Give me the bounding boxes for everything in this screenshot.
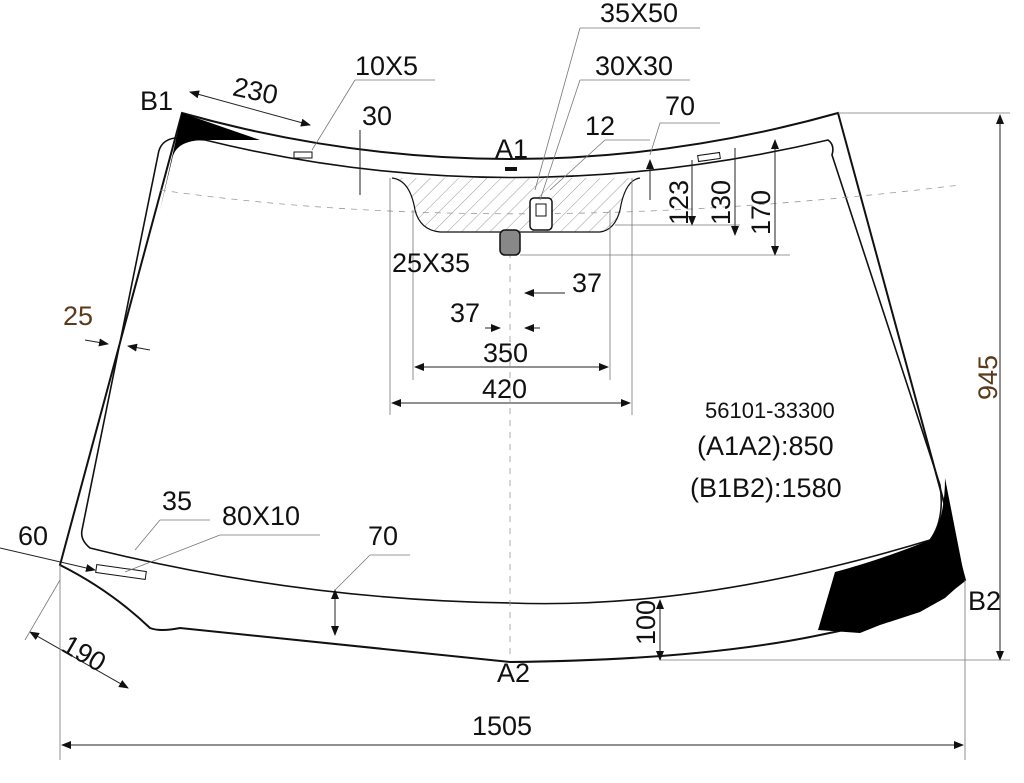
- label-25x35: 25X35: [392, 248, 470, 278]
- mark-10x5: [293, 151, 313, 159]
- ceramic-bottom-right: [818, 478, 965, 633]
- label-350: 350: [483, 338, 528, 368]
- label-10x5: 10X5: [355, 51, 418, 81]
- label-170: 170: [746, 190, 776, 235]
- mark-right-top: [697, 151, 721, 163]
- label-12: 12: [585, 111, 615, 141]
- label-25: 25: [63, 301, 93, 331]
- label-30: 30: [362, 101, 392, 131]
- label-100: 100: [631, 600, 661, 645]
- label-123: 123: [664, 180, 694, 225]
- label-35: 35: [162, 486, 192, 516]
- label-80x10: 80X10: [222, 501, 300, 531]
- part-number: 56101-33300: [705, 398, 835, 423]
- label-230: 230: [230, 72, 280, 111]
- bracket-inner: [535, 203, 547, 217]
- label-130: 130: [706, 180, 736, 225]
- ceramic-top-left: [160, 113, 260, 210]
- label-b1b2: (B1B2):1580: [690, 473, 842, 503]
- label-35x50: 35X50: [600, 0, 678, 28]
- glass-outer-outline: [58, 111, 967, 664]
- label-b1: B1: [140, 86, 173, 116]
- label-60: 60: [18, 521, 48, 551]
- glass-inner-outline: [80, 137, 943, 605]
- label-37-right: 37: [572, 268, 602, 298]
- label-70-top: 70: [665, 91, 695, 121]
- dimension-lines: [0, 27, 1010, 760]
- label-30x30: 30X30: [595, 51, 673, 81]
- sensor-area: [391, 177, 641, 233]
- label-b2: B2: [968, 586, 1001, 616]
- label-190: 190: [57, 629, 111, 678]
- mirror-pad-25x35: [499, 229, 521, 256]
- label-945: 945: [973, 355, 1003, 400]
- label-a2: A2: [497, 658, 530, 688]
- label-37-left: 37: [450, 298, 480, 328]
- label-420: 420: [482, 374, 527, 404]
- label-70-bottom: 70: [368, 521, 398, 551]
- label-1505: 1505: [472, 711, 532, 741]
- label-a1a2: (A1A2):850: [697, 431, 834, 461]
- a1-mark: [505, 167, 517, 171]
- mark-80x10: [95, 563, 147, 581]
- label-a1: A1: [495, 134, 528, 164]
